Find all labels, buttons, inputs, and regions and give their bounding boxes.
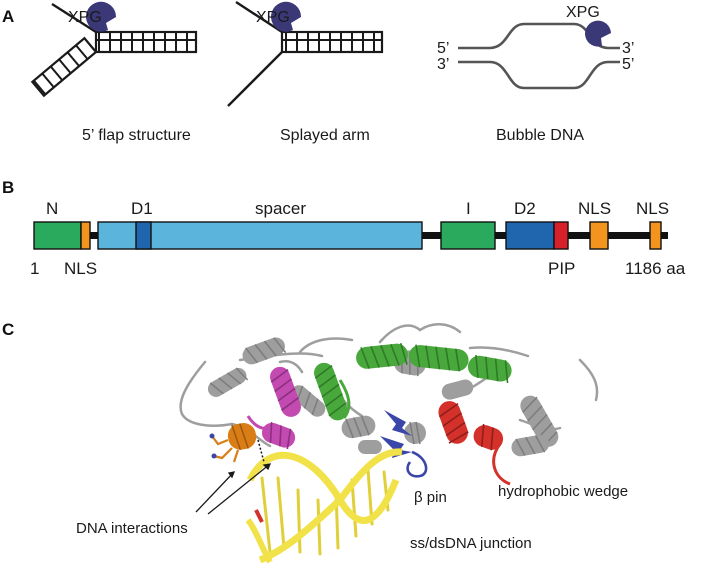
- panel-a-letter: A: [2, 7, 14, 26]
- panel-c: C: [2, 320, 628, 564]
- label-end: 1186 aa: [625, 259, 686, 278]
- label-nls-b: NLS: [636, 199, 669, 218]
- orange-helix: [209, 423, 257, 463]
- label-pip: PIP: [548, 259, 575, 278]
- label-dna-interactions: DNA interactions: [76, 520, 188, 537]
- dna-strand-2: [258, 448, 403, 564]
- substrate-5-flap: XPG 5’ flap structure: [30, 1, 198, 144]
- label-i: I: [466, 199, 471, 218]
- end-label-right-top: 3’: [622, 40, 634, 57]
- blue-beta-pin: [380, 410, 428, 478]
- end-label-left-bottom: 3’: [437, 56, 449, 73]
- label-beta-pin: β pin: [414, 489, 447, 506]
- label-n: N: [46, 199, 58, 218]
- flap-duplex-ladder: [94, 30, 198, 54]
- red-helices: [438, 401, 511, 486]
- domain-i: [440, 221, 496, 250]
- domain-d1-stripe: [135, 221, 152, 250]
- panel-b: B N D1 spacer I D2 NLS NLS 1 NLS PIP 118…: [2, 178, 686, 278]
- nls-motif-1: [80, 221, 91, 250]
- nls-motif-2: [589, 221, 609, 250]
- end-label-right-bottom: 5’: [622, 56, 634, 73]
- domain-n: [33, 221, 82, 250]
- xpg-label-1: XPG: [68, 9, 102, 26]
- end-label-left-top: 5’: [437, 40, 449, 57]
- label-ss-ds-junction: ss/dsDNA junction: [410, 535, 532, 552]
- caption-bubble-dna: Bubble DNA: [496, 127, 584, 144]
- caption-5-flap: 5’ flap structure: [82, 127, 191, 144]
- nls-motif-3: [649, 221, 662, 250]
- magenta-helices: [246, 366, 301, 450]
- green-helices: [314, 342, 512, 421]
- label-d1: D1: [131, 199, 153, 218]
- dna-strand-3: [245, 518, 273, 564]
- xpg-enzyme-icon: [86, 1, 117, 32]
- xpg-enzyme-icon: [271, 1, 302, 32]
- label-nls-bottom: NLS: [64, 259, 97, 278]
- xpg-label-3: XPG: [566, 4, 600, 21]
- domain-d2: [505, 221, 555, 250]
- xpg-label-2: XPG: [256, 9, 290, 26]
- dna-red-tip: [254, 509, 264, 523]
- label-spacer: spacer: [255, 199, 306, 218]
- label-d2: D2: [514, 199, 536, 218]
- pip-motif: [553, 221, 569, 250]
- panel-c-letter: C: [2, 320, 14, 339]
- bubble-bottom-strand: [458, 60, 620, 90]
- splayed-top-strand: [235, 0, 283, 34]
- label-nls-a: NLS: [578, 199, 611, 218]
- flap-arm-ladder: [30, 36, 98, 98]
- label-hydrophobic-wedge: hydrophobic wedge: [498, 483, 628, 500]
- panel-a: A XPG 5’ flap structure XPG Splayed arm: [2, 0, 634, 144]
- splayed-bottom-strand: [227, 51, 283, 107]
- annotation-arrows: [195, 463, 272, 515]
- flap-single-strand: [51, 2, 97, 34]
- xpg-enzyme-icon: [585, 20, 611, 47]
- substrate-bubble: XPG 5’ 3’ 3’ 5’ Bubble DNA: [437, 4, 634, 144]
- substrate-splayed-arm: XPG Splayed arm: [227, 0, 384, 144]
- dna-helix: [245, 448, 403, 564]
- label-start: 1: [30, 259, 39, 278]
- caption-splayed-arm: Splayed arm: [280, 127, 370, 144]
- panel-b-letter: B: [2, 178, 14, 197]
- splayed-duplex-ladder: [280, 30, 384, 54]
- gray-helices: [207, 337, 559, 457]
- domain-d1-spacer: [97, 221, 423, 250]
